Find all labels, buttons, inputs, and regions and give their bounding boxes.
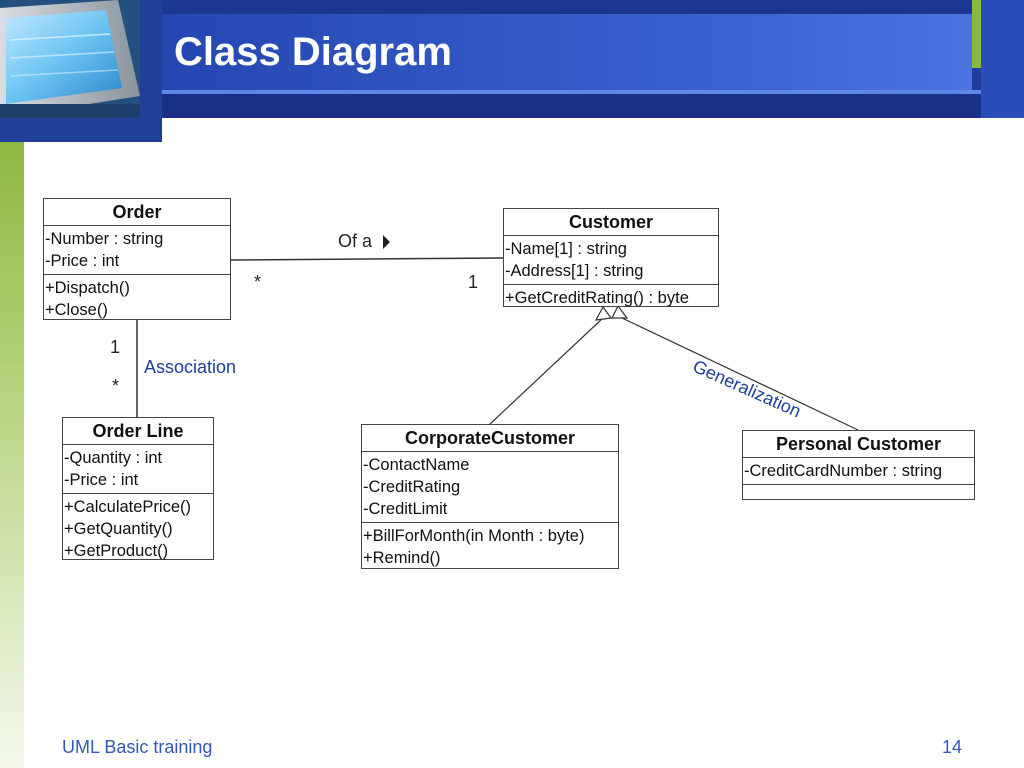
multiplicity-order-many: * [254,272,262,292]
slide-title: Class Diagram [174,30,452,74]
class-corporate-customer: CorporateCustomer -ContactName -CreditRa… [361,424,619,569]
attribute: -CreditRating [363,478,461,496]
class-name: Order Line [63,418,213,445]
attribute: -CreditCardNumber : string [744,462,943,480]
attribute: -Number : string [45,230,164,248]
title-bar [162,14,972,90]
operation: +Remind() [363,549,441,567]
class-name: CorporateCustomer [362,425,618,452]
corporate-generalization-line [489,317,604,425]
association-label-of-a: Of a [338,231,373,251]
operation: +Dispatch() [45,279,130,297]
attribute: -Price : int [45,252,120,270]
class-name: Personal Customer [743,431,974,458]
title-bar-divider [162,90,1024,94]
attributes-section: -CreditCardNumber : string [743,458,974,485]
class-order-line: Order Line -Quantity : int -Price : int … [62,417,214,560]
class-name: Order [44,199,230,226]
multiplicity-order-one: 1 [110,337,121,357]
operation: +CalculatePrice() [64,498,192,516]
operation: +BillForMonth(in Month : byte) [363,527,585,545]
class-customer: Customer -Name[1] : string -Address[1] :… [503,208,719,307]
footer-page-number: 14 [942,737,963,757]
multiplicity-orderline-many: * [112,376,120,396]
operations-section: +BillForMonth(in Month : byte) +Remind() [362,523,618,571]
attribute: -Name[1] : string [505,240,627,258]
attribute: -ContactName [363,456,470,474]
attributes-section: -ContactName -CreditRating -CreditLimit [362,452,618,523]
class-order: Order -Number : string -Price : int +Dis… [43,198,231,320]
operation: +GetProduct() [64,542,169,560]
generalization-triangle-icon [594,305,613,321]
left-green-bar [0,142,24,768]
computer-monitor-image [0,0,140,118]
association-direction-arrow-icon [383,235,390,249]
attributes-section: -Number : string -Price : int [44,226,230,275]
association-label: Association [144,357,237,377]
header-right-block [981,0,1024,118]
attributes-section: -Quantity : int -Price : int [63,445,213,494]
header-green-accent [972,0,981,68]
operation: +Close() [45,301,108,319]
operations-section: +GetCreditRating() : byte [504,285,718,311]
header-lower-strip [162,94,1024,118]
header-top-strip [162,0,1024,14]
operation: +GetQuantity() [64,520,173,538]
order-customer-association-line [230,257,504,261]
attribute: -Address[1] : string [505,262,644,280]
operations-section: +CalculatePrice() +GetQuantity() +GetPro… [63,494,213,564]
operations-section [743,485,974,503]
multiplicity-customer-one: 1 [468,272,479,292]
generalization-triangle-icon [611,304,629,319]
attribute: -Price : int [64,471,139,489]
attributes-section: -Name[1] : string -Address[1] : string [504,236,718,285]
header-corner-block [0,118,162,142]
operations-section: +Dispatch() +Close() [44,275,230,323]
class-name: Customer [504,209,718,236]
class-personal-customer: Personal Customer -CreditCardNumber : st… [742,430,975,500]
attribute: -Quantity : int [64,449,163,467]
footer-course-name: UML Basic training [62,737,213,757]
attribute: -CreditLimit [363,500,448,518]
operation: +GetCreditRating() : byte [505,289,689,307]
personal-generalization-line [621,317,859,431]
